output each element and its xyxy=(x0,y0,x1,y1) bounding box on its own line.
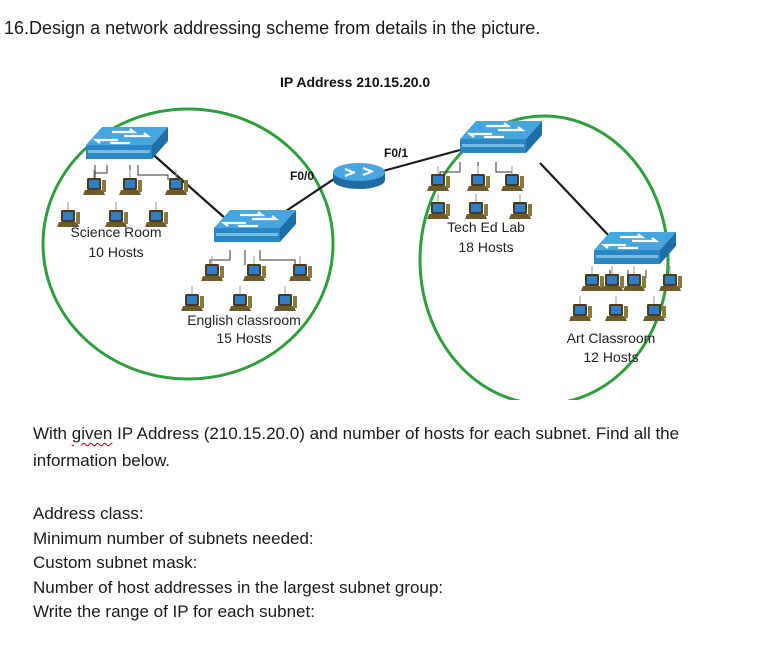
english-classroom-label: English classroom xyxy=(187,312,301,328)
description-part-3: IP Address (210.15.20.0) and number of h… xyxy=(33,424,680,470)
question-text: Design a network addressing scheme from … xyxy=(29,18,541,38)
english-classroom-hosts: 15 Hosts xyxy=(216,330,271,346)
tech-ed-lab-hosts: 18 Hosts xyxy=(458,239,513,255)
question-ip-ranges: Write the range of IP for each subnet: xyxy=(33,602,315,621)
question-custom-mask: Custom subnet mask: xyxy=(33,553,198,572)
network-diagram: IP Address 210.15.20.0 F0/0 F0/1 Science… xyxy=(41,74,683,400)
network-links xyxy=(147,148,611,238)
tech-ed-lab-label: Tech Ed Lab xyxy=(447,219,525,235)
question-number: 16. xyxy=(4,18,30,38)
tech-ed-lab-switch xyxy=(458,119,544,155)
question-largest-group-hosts: Number of host addresses in the largest … xyxy=(33,577,444,597)
science-room-switch xyxy=(84,125,170,161)
art-classroom-hosts: 12 Hosts xyxy=(583,349,638,365)
art-classroom-switch xyxy=(592,230,678,266)
task-description: With given IP Address (210.15.20.0) and … xyxy=(33,420,743,474)
question-min-subnets: Minimum number of subnets needed: xyxy=(33,528,314,548)
right-subnet-ellipse xyxy=(418,114,670,400)
question-address-class: Address class: xyxy=(33,504,144,523)
port-f0-1-label: F0/1 xyxy=(384,146,408,160)
english-classroom-switch xyxy=(212,208,298,244)
port-f0-0-label: F0/0 xyxy=(290,169,314,183)
question-title: 16.Design a network addressing scheme fr… xyxy=(4,18,540,39)
tech-ed-lab-pcs xyxy=(426,165,533,220)
description-part-2: given xyxy=(71,424,113,443)
science-room-hosts: 10 Hosts xyxy=(88,244,143,260)
left-subnet-ellipse xyxy=(41,107,335,381)
router-icon xyxy=(331,161,387,191)
english-classroom-pcs xyxy=(180,255,313,312)
science-room-label: Science Room xyxy=(70,224,161,240)
description-part-1: With xyxy=(33,424,72,443)
ip-address-label: IP Address 210.15.20.0 xyxy=(280,74,430,90)
question-list: Address class: Minimum number of subnets… xyxy=(33,502,443,625)
art-classroom-label: Art Classroom xyxy=(567,330,656,346)
